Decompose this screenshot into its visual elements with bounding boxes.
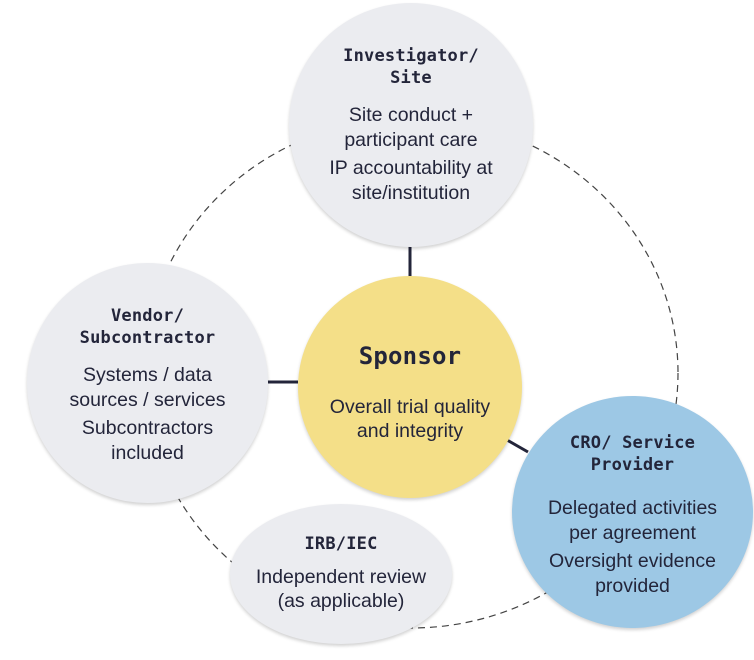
node-cro-service-provider: CRO/ Service Provider Delegated activiti…: [512, 396, 753, 628]
node-title: Sponsor: [358, 341, 462, 370]
node-title: Investigator/ Site: [343, 46, 479, 88]
node-title: CRO/ Service Provider: [569, 433, 696, 475]
node-description: Subcontractors included: [81, 417, 214, 464]
connector-sponsor-cro: [506, 438, 529, 454]
node-description: Overall trial quality and integrity: [329, 395, 491, 443]
node-sponsor: Sponsor Overall trial quality and integr…: [298, 276, 522, 498]
node-irb-iec: IRB/IEC Independent review (as applicabl…: [230, 504, 452, 644]
node-title: IRB/IEC: [304, 533, 378, 554]
node-vendor-subcontractor: Vendor/ Subcontractor Systems / data sou…: [27, 263, 268, 503]
node-description: Systems / data sources / services: [69, 364, 226, 411]
node-description: Independent review (as applicable): [255, 565, 427, 613]
node-description: Delegated activities per agreement: [547, 497, 718, 544]
node-description: Site conduct + participant care: [344, 104, 478, 151]
node-description: Oversight evidence provided: [549, 550, 716, 597]
node-description: IP accountability at site/institution: [329, 157, 493, 204]
node-title: Vendor/ Subcontractor: [79, 306, 216, 348]
node-investigator-site: Investigator/ Site Site conduct + partic…: [289, 3, 533, 247]
